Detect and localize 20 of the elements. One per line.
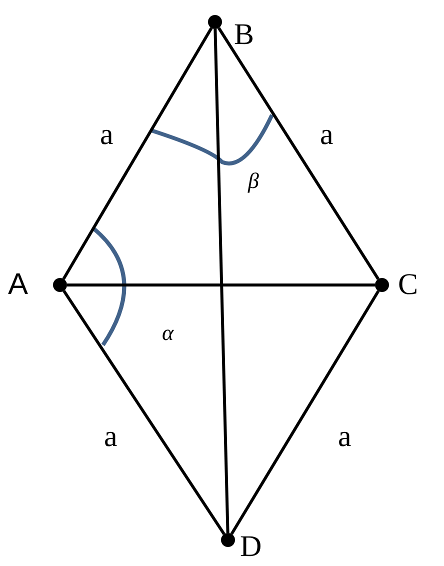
vertex-label: C [398,270,418,300]
vertex-label: D [240,532,262,562]
angle-label: β [248,170,259,192]
vertex-point [53,278,67,292]
side-length-label: a [100,120,114,150]
line-segment [62,290,226,535]
vertex-point [208,15,222,29]
vertex-label: B [234,20,254,50]
line-segment [214,28,230,534]
vertex-point [375,278,389,292]
vertex-label: A [8,270,28,300]
line-segment [230,290,380,535]
side-length-label: a [338,422,352,452]
vertex-point [221,533,235,547]
side-length-label: a [104,422,118,452]
line-segment [62,27,213,280]
line-segment [217,27,380,280]
angle-label: α [162,322,174,344]
line-segment [67,284,375,286]
side-length-label: a [320,120,334,150]
